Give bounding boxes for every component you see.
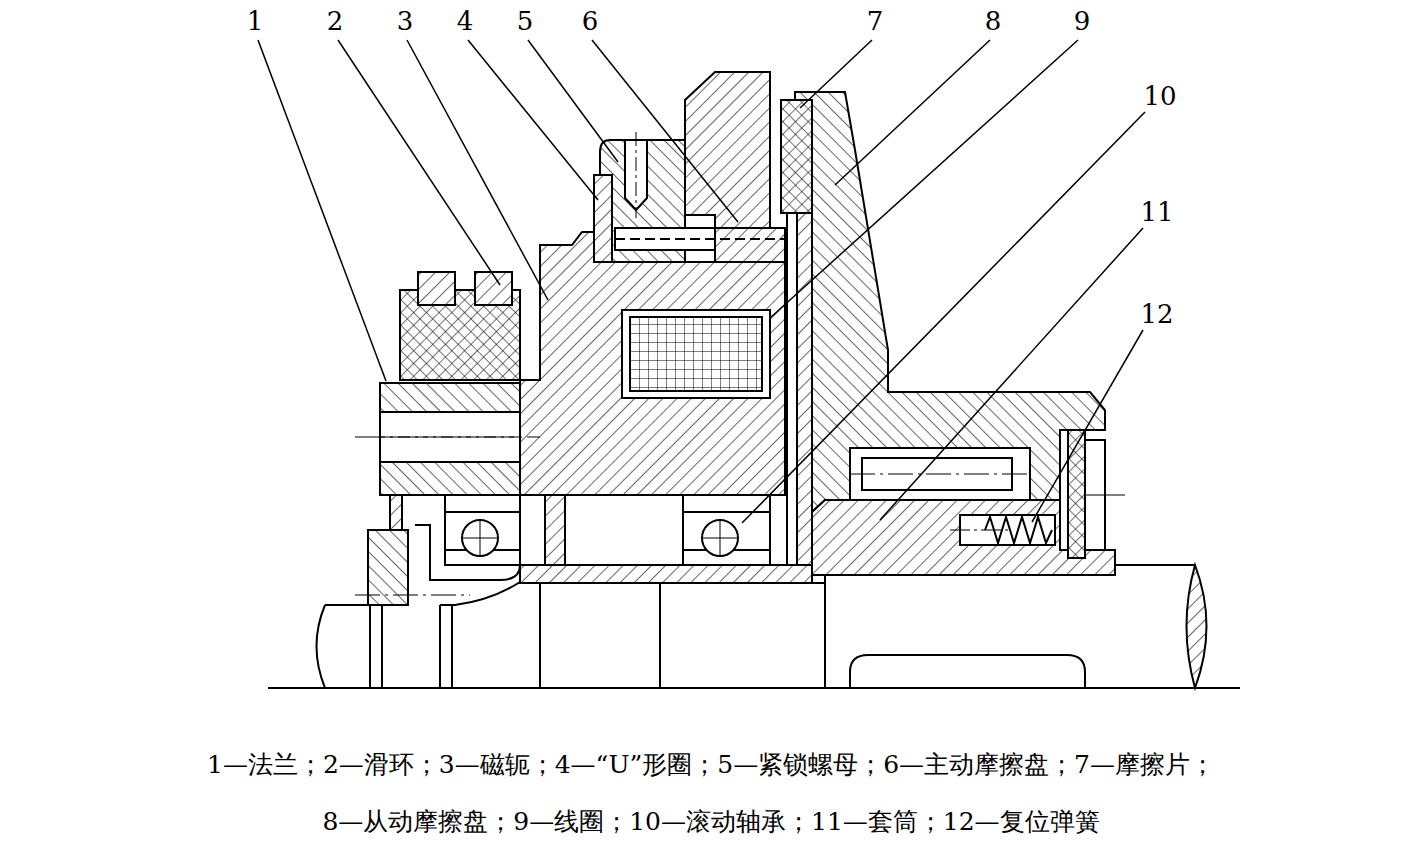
callout-number: 9	[1074, 7, 1091, 37]
callout-number: 12	[1140, 300, 1173, 330]
callout-number: 7	[867, 7, 884, 37]
callout-number: 11	[1140, 198, 1173, 228]
callout-number: 5	[517, 7, 534, 37]
callout-number: 1	[247, 7, 264, 37]
callout-number: 10	[1143, 82, 1176, 112]
parts-list-line: 8—从动摩擦盘；9—线圈；10—滚动轴承；11—套筒；12—复位弹簧	[322, 808, 1099, 837]
parts-list-line: 1—法兰；2—滑环；3—磁轭；4—“U”形圈；5—紧锁螺母；6—主动摩擦盘；7—…	[207, 751, 1215, 780]
callout-number: 2	[327, 7, 344, 37]
callout-number: 3	[397, 7, 414, 37]
callout-number: 4	[457, 7, 474, 37]
callout-number: 8	[985, 7, 1002, 37]
callout-number: 6	[582, 7, 599, 37]
